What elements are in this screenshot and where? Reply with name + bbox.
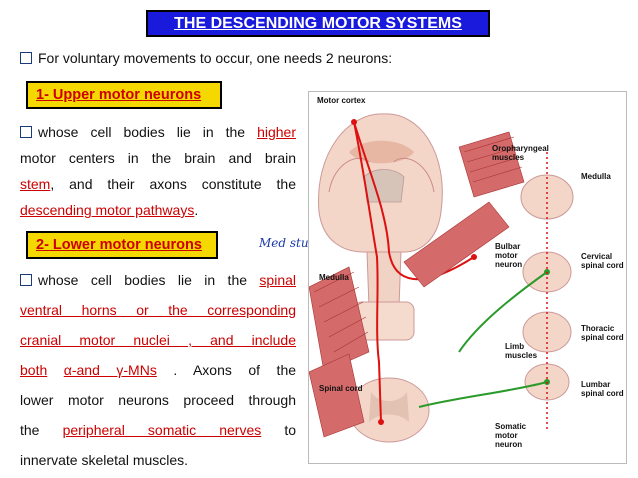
highlight-higher: higher — [257, 124, 296, 140]
label-thoracic: Thoracic spinal cord — [581, 324, 624, 342]
highlight-peripheral-nerves: peripheral somatic nerves — [62, 422, 262, 438]
highlight-ventral-horns: ventral horns or the corresponding — [20, 302, 296, 318]
para-text: lower motor neurons proceed through — [20, 392, 296, 408]
label-medulla-left: Medulla — [319, 273, 349, 282]
para-text: motor centers in the brain and brain — [20, 150, 296, 166]
intro-text: For voluntary movements to occur, one ne… — [20, 50, 392, 66]
label-oropharyngeal: Oropharyngeal muscles — [492, 144, 549, 162]
label-bulbar-motor-neuron: Bulbar motor neuron — [495, 242, 523, 269]
slide-title: THE DESCENDING MOTOR SYSTEMS — [146, 10, 490, 37]
label-spinal-cord: Spinal cord — [319, 384, 363, 393]
para-text: innervate skeletal muscles. — [20, 452, 189, 468]
para-text: the — [20, 422, 40, 438]
highlight-cranial-nuclei: cranial motor nuclei , and include — [20, 332, 296, 348]
label-medulla-right: Medulla — [581, 172, 611, 181]
para-text: to — [284, 422, 297, 438]
para-text: . — [194, 202, 199, 218]
checkbox-bullet-icon — [20, 52, 32, 64]
label-limb-muscles: Limb muscles — [505, 342, 538, 360]
highlight-both: both — [20, 362, 48, 378]
motor-pathway-illustration — [309, 113, 574, 443]
upper-motor-neurons-paragraph: whose cell bodies lie in the higher moto… — [20, 119, 296, 223]
lower-motor-neurons-heading: 2- Lower motor neurons — [26, 231, 218, 259]
highlight-spinal: spinal — [259, 272, 297, 288]
motor-pathway-figure: Motor cortex Oropharyngeal muscles Medul… — [308, 91, 627, 464]
upper-motor-neurons-heading: 1- Upper motor neurons — [26, 81, 222, 109]
para-text: , and their axons constitute the — [50, 176, 296, 192]
highlight-mns: α-and γ-MNs — [63, 362, 157, 378]
checkbox-bullet-icon — [20, 274, 32, 286]
label-motor-cortex: Motor cortex — [317, 96, 366, 105]
para-text: whose cell bodies lie in the — [38, 124, 246, 140]
para-text: whose cell bodies lie in the — [38, 272, 248, 288]
highlight-descending-pathways: descending motor pathways — [20, 202, 195, 218]
para-text: . Axons of the — [173, 362, 297, 378]
checkbox-bullet-icon — [20, 126, 32, 138]
intro-label: For voluntary movements to occur, one ne… — [38, 50, 393, 66]
label-somatic-motor-neuron: Somatic motor neuron — [495, 422, 527, 449]
label-lumbar: Lumbar spinal cord — [581, 380, 624, 398]
lower-motor-neurons-paragraph: whose cell bodies lie in the spinal vent… — [20, 265, 296, 475]
highlight-stem: stem — [20, 176, 51, 192]
label-cervical: Cervical spinal cord — [581, 252, 624, 270]
